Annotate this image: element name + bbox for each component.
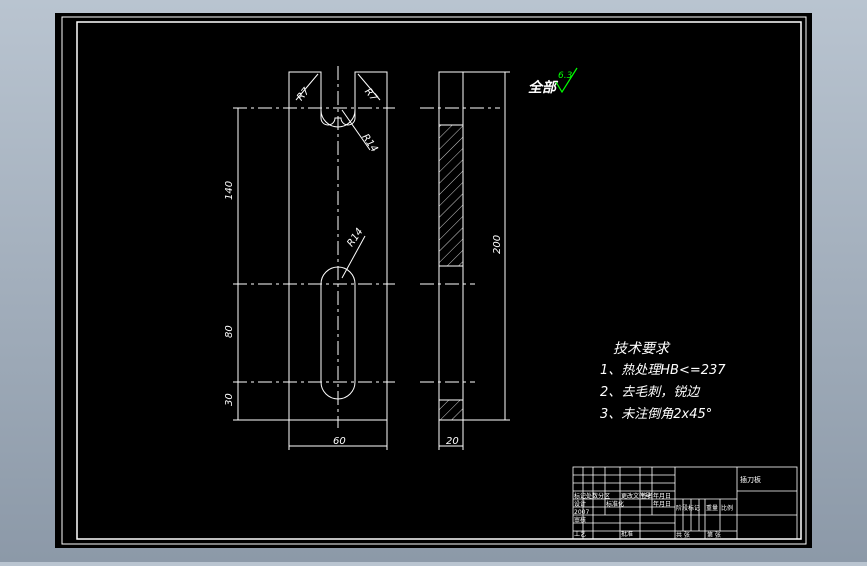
dim-80: 80 xyxy=(224,325,235,338)
tb-sign: 签名 xyxy=(641,492,653,500)
dim-140: 140 xyxy=(224,181,235,200)
tech-item-1: 1、热处理HB<=237 xyxy=(600,363,726,378)
dim-20: 20 xyxy=(446,436,459,447)
hatch-upper xyxy=(438,124,464,267)
finish-symbol-icon xyxy=(555,67,578,94)
tb-rev-doc: 更改文件号 xyxy=(621,492,651,500)
side-view xyxy=(420,71,510,450)
title-block xyxy=(572,466,798,540)
dim-30: 30 xyxy=(224,393,235,406)
tb-date: 年月日 xyxy=(653,492,671,500)
title-block-text: 插刀板 标记处数分区 更改文件号 签名 年月日 设计 标准化 年月日 2007 … xyxy=(574,475,761,539)
tech-title: 技术要求 xyxy=(613,341,671,357)
inner-frame xyxy=(76,21,802,540)
plate-outline xyxy=(288,71,388,421)
tb-sheet-total: 共 张 xyxy=(676,531,690,539)
sheet-background xyxy=(55,13,812,548)
tech-requirements: 技术要求 1、热处理HB<=237 2、去毛刺，锐边 3、未注倒角2x45° xyxy=(600,341,726,422)
side-view-dimensions: 200 20 xyxy=(446,235,503,447)
tb-sheet-no: 第 张 xyxy=(707,531,721,539)
tb-stage-mark: 阶段标记 xyxy=(676,504,700,512)
tb-standardize: 标准化 xyxy=(606,500,624,508)
front-view xyxy=(233,66,395,450)
finish-value: 6.3 xyxy=(558,71,573,81)
tb-check: 审核 xyxy=(574,516,586,524)
leader-r7-right xyxy=(357,73,381,101)
leader-r14-top xyxy=(341,109,371,151)
tech-item-3: 3、未注倒角2x45° xyxy=(600,407,712,422)
tb-year: 2007 xyxy=(574,509,589,516)
finish-label: 全部 xyxy=(528,79,559,96)
tb-design: 设计 xyxy=(574,500,586,508)
tb-ymd: 年月日 xyxy=(653,500,671,508)
tb-scale: 比例 xyxy=(721,504,733,512)
tb-process: 工艺 xyxy=(574,530,586,538)
long-slot xyxy=(320,266,356,400)
outer-border xyxy=(61,16,807,545)
dim-60: 60 xyxy=(333,436,346,447)
title-block-frame xyxy=(572,466,798,540)
leader-r7-left xyxy=(295,73,319,101)
hatch-lower xyxy=(438,399,464,421)
tb-weight: 重量 xyxy=(706,504,718,512)
surface-finish: 全部 6.3 xyxy=(528,67,578,96)
tech-item-2: 2、去毛刺，锐边 xyxy=(600,385,701,400)
tb-header-row: 标记处数分区 xyxy=(574,492,610,500)
tb-approve: 批准 xyxy=(621,530,633,538)
part-name: 插刀板 xyxy=(740,475,761,484)
leader-r14-mid xyxy=(341,235,366,279)
dim-200: 200 xyxy=(492,235,503,254)
